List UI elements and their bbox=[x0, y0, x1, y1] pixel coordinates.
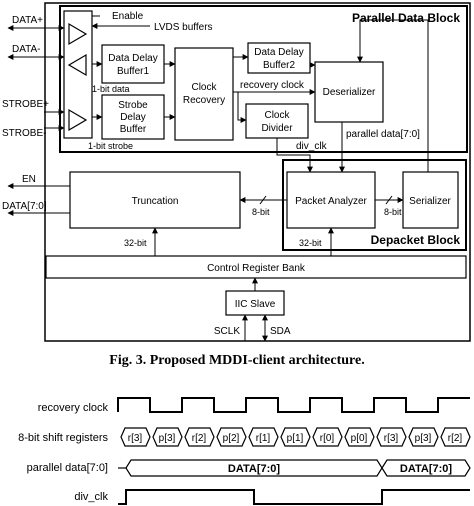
serializer-label: Serializer bbox=[409, 196, 451, 207]
clock-divider bbox=[245, 103, 309, 139]
timing-diagram: recovery clock 8-bit shift registers par… bbox=[18, 397, 471, 505]
data-word-label: DATA[7:0] bbox=[228, 463, 280, 475]
clock-trace bbox=[117, 397, 470, 413]
eight-bit-right-label: 8-bit bbox=[384, 207, 402, 217]
div-clk-waveform bbox=[118, 489, 470, 505]
shift-cell bbox=[216, 427, 247, 447]
clock-divider-line2: Divider bbox=[261, 123, 293, 134]
thirty-two-bit-left-label: 32-bit bbox=[124, 238, 147, 248]
thirty-two-bit-right-label: 32-bit bbox=[299, 238, 322, 248]
enable-label: Enable bbox=[112, 11, 144, 22]
parallel-block-title: Parallel Data Block bbox=[352, 11, 460, 25]
shift-cell bbox=[248, 427, 279, 447]
timing-signal-label: 8-bit shift registers bbox=[18, 432, 108, 444]
en-output-label: EN bbox=[22, 174, 36, 185]
data-delay-buffer2-line2: Buffer2 bbox=[263, 60, 295, 71]
shift-cell bbox=[344, 427, 375, 447]
shift-cell-label: r[2] bbox=[448, 433, 463, 444]
control-register-bank-label: Control Register Bank bbox=[207, 263, 306, 274]
recovery-clock-waveform bbox=[117, 397, 470, 413]
strobe-delay-buffer-line3: Buffer bbox=[120, 124, 147, 135]
recovery-clock-label: recovery clock bbox=[240, 80, 305, 91]
shift-cell bbox=[312, 427, 343, 447]
data-delay-buffer2-line1: Data Delay bbox=[254, 47, 303, 58]
iic-slave-label: IIC Slave bbox=[235, 299, 276, 310]
lvds-buffer-strobe bbox=[68, 108, 88, 132]
one-bit-strobe-label: 1-bit strobe bbox=[88, 141, 133, 151]
clock-recovery-line1: Clock bbox=[191, 82, 217, 93]
data-delay-buffer1 bbox=[101, 44, 165, 84]
eight-bit-left-label: 8-bit bbox=[252, 207, 270, 217]
lvds-buffer-tx bbox=[67, 53, 87, 77]
shift-cell bbox=[440, 427, 471, 447]
shift-cell-label: r[2] bbox=[192, 433, 207, 444]
clock-recovery-line2: Recovery bbox=[183, 95, 225, 106]
depacket-block-title: Depacket Block bbox=[371, 233, 461, 247]
shift-cell-label: r[0] bbox=[320, 433, 335, 444]
figure-caption: Fig. 3. Proposed MDDI-client architectur… bbox=[109, 353, 365, 368]
clock-divider-line1: Clock bbox=[264, 110, 290, 121]
data-word-label: DATA[7:0] bbox=[400, 463, 452, 475]
shift-cell bbox=[120, 427, 151, 447]
one-bit-data-label: 1-bit data bbox=[92, 84, 130, 94]
sclk-label: SCLK bbox=[214, 326, 240, 337]
shift-cell-label: p[1] bbox=[287, 433, 304, 444]
shift-cell-label: p[0] bbox=[351, 433, 368, 444]
parallel-data-block bbox=[59, 5, 468, 153]
depacket-block bbox=[282, 159, 467, 251]
timing-signal-label: parallel data[7:0] bbox=[27, 462, 108, 474]
shift-cell-label: p[2] bbox=[223, 433, 240, 444]
iic-slave bbox=[225, 290, 285, 316]
strobe-delay-buffer-line1: Strobe bbox=[118, 100, 148, 111]
serializer bbox=[402, 171, 459, 229]
lvds-buffer-data bbox=[68, 22, 88, 46]
data-output-label: DATA[7:0] bbox=[2, 201, 47, 212]
lvds-buffers-label: LVDS buffers bbox=[154, 22, 213, 33]
div-clk-label: div_clk bbox=[296, 141, 328, 152]
shift-cell bbox=[376, 427, 407, 447]
shift-cell-label: r[3] bbox=[128, 433, 143, 444]
truncation-label: Truncation bbox=[132, 196, 179, 207]
strobe-delay-buffer-line2: Delay bbox=[120, 112, 146, 123]
deserializer bbox=[314, 61, 384, 123]
div-clk-trace bbox=[118, 489, 470, 505]
shift-cell-label: p[3] bbox=[415, 433, 432, 444]
shift-cell bbox=[152, 427, 183, 447]
shift-cell bbox=[280, 427, 311, 447]
architecture-diagram: Parallel Data Block Enable LVDS buffers … bbox=[2, 2, 471, 342]
clock-recovery bbox=[174, 47, 234, 141]
parallel-data-waveform: DATA[7:0] DATA[7:0] bbox=[118, 459, 471, 477]
data-delay-buffer1-line2: Buffer1 bbox=[117, 66, 149, 77]
data-word bbox=[381, 459, 471, 477]
lvds-buffer-box bbox=[63, 10, 93, 139]
parallel-data-label: parallel data[7:0] bbox=[346, 129, 420, 140]
outer-frame bbox=[44, 2, 471, 342]
deserializer-label: Deserializer bbox=[323, 87, 376, 98]
shift-cell bbox=[408, 427, 439, 447]
data-neg-label: DATA- bbox=[12, 44, 41, 55]
sda-label: SDA bbox=[270, 326, 291, 337]
shift-register-cells: r[3] p[3] r[2] p[2] r[1] p[1] r[0] p[0] r[3] p[3]… bbox=[120, 427, 471, 447]
timing-signal-label: div_clk bbox=[74, 491, 108, 503]
shift-cell bbox=[184, 427, 215, 447]
data-delay-buffer1-line1: Data Delay bbox=[108, 53, 157, 64]
strobe-pos-label: STROBE+ bbox=[2, 99, 49, 110]
shift-cell-label: p[3] bbox=[159, 433, 176, 444]
packet-analyzer-label: Packet Analyzer bbox=[295, 196, 367, 207]
shift-cell-label: r[3] bbox=[384, 433, 399, 444]
shift-cell-label: r[1] bbox=[256, 433, 271, 444]
data-pos-label: DATA+ bbox=[12, 15, 43, 26]
strobe-neg-label: STROBE- bbox=[2, 128, 46, 139]
timing-signal-label: recovery clock bbox=[38, 402, 109, 414]
